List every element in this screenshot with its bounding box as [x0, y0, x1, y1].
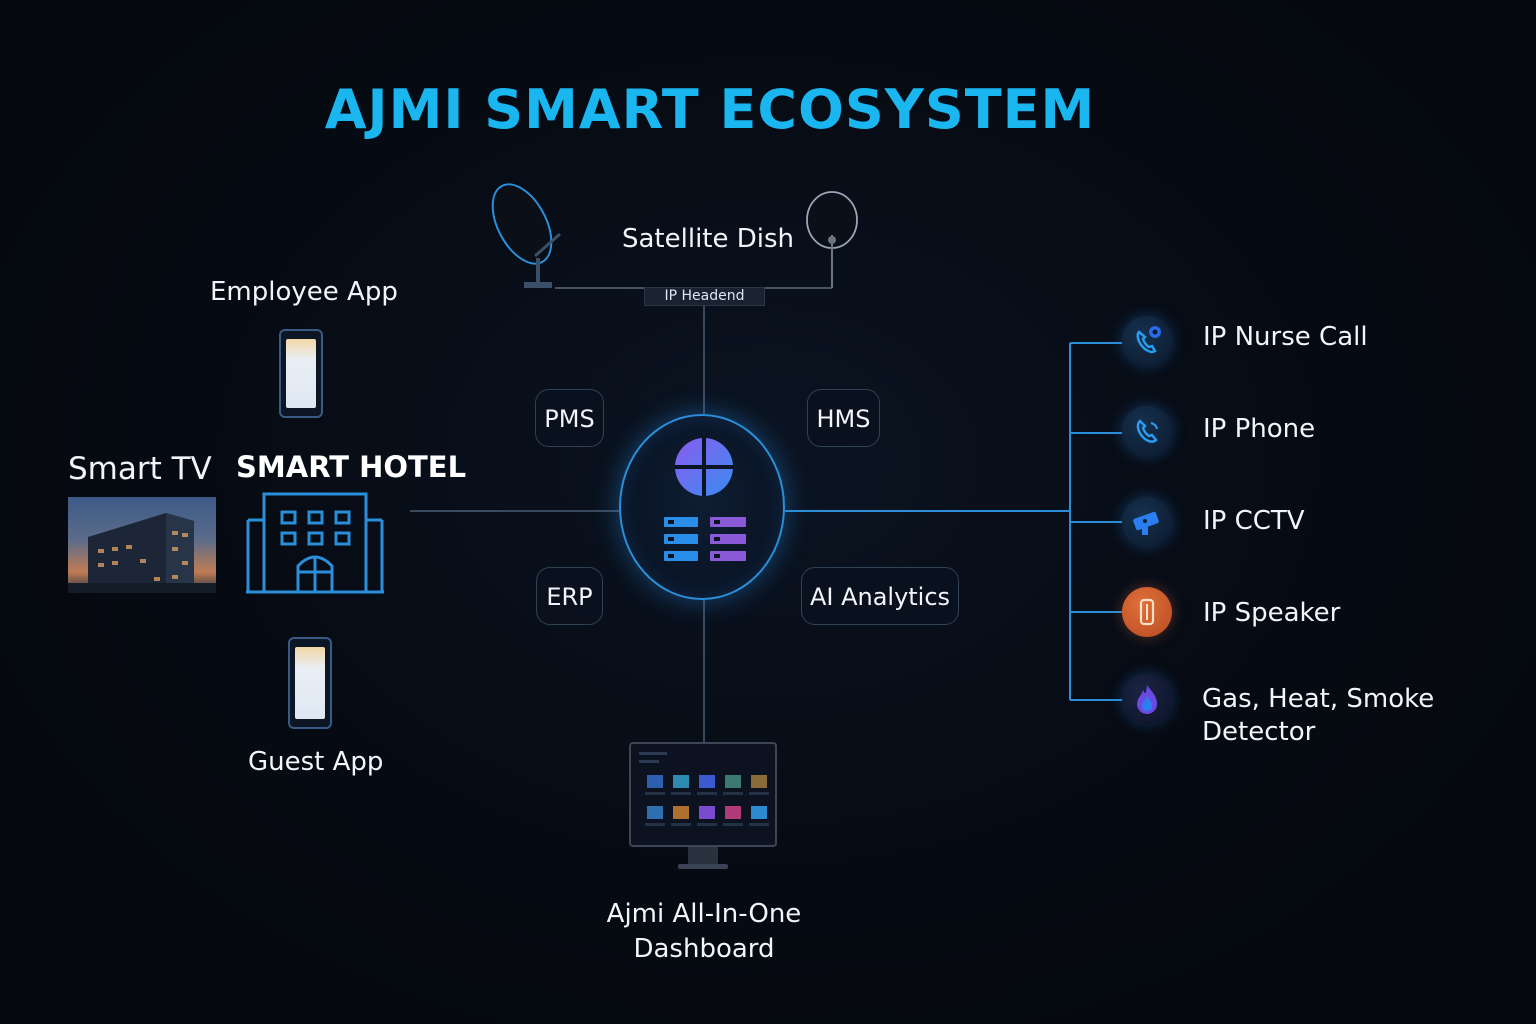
erp-module: ERP: [536, 567, 603, 625]
pms-module: PMS: [535, 389, 604, 447]
employee-app-screen: [286, 339, 316, 408]
dashboard-label-line2: Dashboard: [633, 934, 775, 964]
detector-label: Gas, Heat, Smoke Detector: [1202, 683, 1434, 749]
hms-module: HMS: [807, 389, 880, 447]
cctv-camera-icon: [1122, 497, 1172, 547]
cctv-label: IP CCTV: [1203, 506, 1305, 536]
smart-tv-screen: [68, 497, 216, 593]
monitor-stand: [688, 847, 718, 865]
small-dish-icon: [806, 191, 858, 288]
dashboard-label: Ajmi All-In-One Dashboard: [584, 897, 824, 967]
nurse-call-label: IP Nurse Call: [1203, 322, 1368, 352]
phone-icon: [1122, 406, 1172, 456]
page-title: AJMI SMART ECOSYSTEM: [324, 78, 1096, 141]
monitor-base: [678, 864, 728, 869]
nurse-call-icon: [1122, 316, 1172, 366]
satellite-dish-label: Satellite Dish: [622, 224, 795, 254]
detector-label-line2: Detector: [1202, 717, 1316, 747]
hub-globe-server-icon: [664, 438, 746, 561]
speaker-icon: [1122, 587, 1172, 637]
smart-tv-label: Smart TV: [68, 451, 212, 487]
central-hub: [619, 414, 785, 600]
hotel-building-icon: [246, 492, 384, 594]
hotel-photo-image: [68, 513, 216, 593]
phone-label: IP Phone: [1203, 414, 1316, 444]
detector-label-line1: Gas, Heat, Smoke: [1202, 684, 1435, 714]
ip-headend-label: IP Headend: [644, 287, 765, 306]
satellite-dish-icon: [491, 183, 561, 288]
dashboard-label-line1: Ajmi All-In-One: [606, 899, 802, 929]
guest-app-screen: [295, 647, 325, 719]
smart-hotel-label: SMART HOTEL: [236, 450, 467, 484]
employee-app-label: Employee App: [210, 277, 398, 307]
guest-app-label: Guest App: [248, 747, 384, 777]
employee-app-phone: [279, 329, 323, 418]
flame-detector-icon: [1122, 674, 1172, 724]
dashboard-monitor: [629, 742, 777, 847]
guest-app-phone: [288, 637, 332, 729]
dashboard-screen-tiles: [639, 752, 769, 826]
speaker-label: IP Speaker: [1203, 598, 1341, 628]
ai-analytics-module: AI Analytics: [801, 567, 959, 625]
